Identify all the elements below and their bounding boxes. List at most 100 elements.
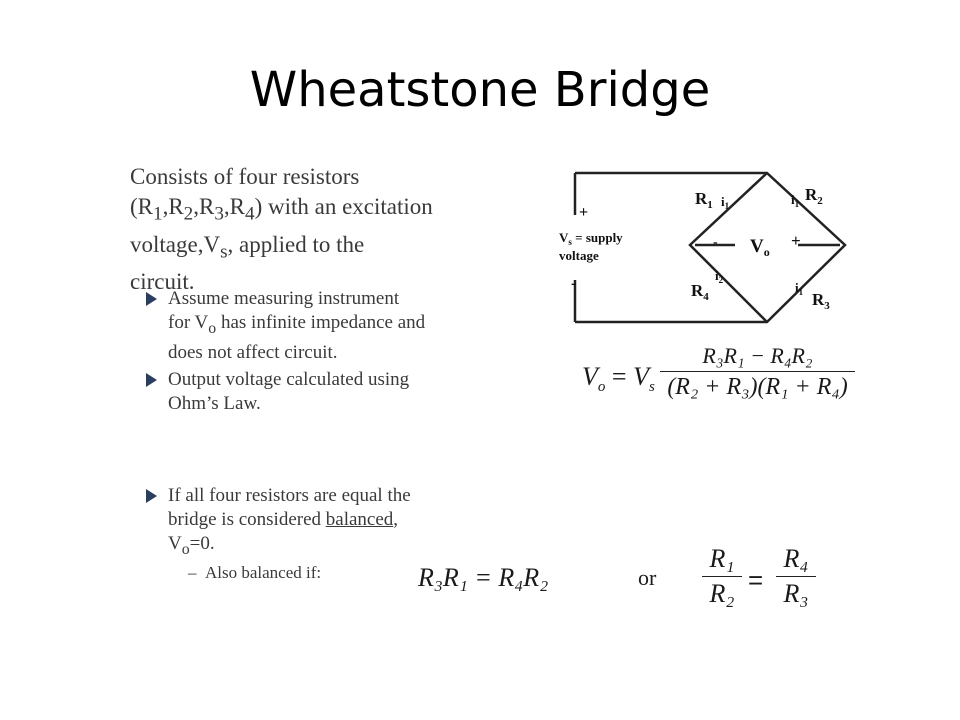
text-fragment: , xyxy=(393,509,399,530)
intro-line-2: (R1,R2,R3,R4) with an excitation xyxy=(130,192,530,230)
supply-label: Vs = supply xyxy=(559,230,623,247)
bullet-line: If all four resistors are equal the xyxy=(168,485,411,506)
subscript: o xyxy=(208,319,217,337)
subscript: s xyxy=(220,241,228,263)
text-fragment: V xyxy=(582,362,598,391)
text-fragment: R xyxy=(805,185,818,204)
text-fragment: (R xyxy=(130,194,153,219)
intro-line-4: circuit. xyxy=(130,269,195,295)
intro-line-1: Consists of four resistors xyxy=(130,164,360,189)
vo-equation-fraction: R₃R₁ − R₄R₂ (R₂ + R₃)(R₁ + R₄) xyxy=(660,343,855,401)
text-fragment: voltage,V xyxy=(130,231,221,257)
text-fragment: i xyxy=(721,194,725,209)
underlined-term: balanced xyxy=(325,509,394,530)
text-fragment: R xyxy=(691,281,704,300)
fraction-denominator: R₃ xyxy=(783,579,809,608)
fraction-numerator: R₃R₁ − R₄R₂ xyxy=(702,343,813,368)
text-fragment: i xyxy=(715,268,719,283)
fraction-numerator: R₄ xyxy=(783,544,809,573)
bullet-arrow-icon xyxy=(146,292,157,306)
text-fragment: for V xyxy=(168,312,209,333)
r3-label: R3 xyxy=(812,290,830,312)
dash-marker: – xyxy=(188,563,197,582)
text-fragment: = supply xyxy=(572,230,623,245)
i1-label: i1 xyxy=(721,194,730,211)
text-fragment: V xyxy=(750,236,764,257)
circuit-outer-wire xyxy=(575,171,847,324)
subscript: 4 xyxy=(245,203,255,225)
or-word: or xyxy=(638,565,657,590)
subscript: 1 xyxy=(153,203,163,225)
bridge-minus-sign: - xyxy=(713,235,718,250)
text-fragment: ,R xyxy=(162,194,184,219)
bullet-line: Vo=0. xyxy=(168,532,538,562)
fraction-denominator: (R₂ + R₃)(R₁ + R₄) xyxy=(667,374,848,400)
bullet-line: Output voltage calculated using xyxy=(168,369,410,390)
text-fragment: i xyxy=(795,280,799,295)
text-fragment: ,R xyxy=(223,194,246,219)
supply-label-line2: voltage xyxy=(559,248,599,263)
text-fragment: V xyxy=(168,533,182,554)
ratio-fraction-right: R₄ R₃ xyxy=(776,544,816,609)
subscript: o xyxy=(764,245,770,259)
subscript: o xyxy=(597,379,606,396)
bullet-arrow-icon xyxy=(146,489,157,503)
i2-label-top: i1 xyxy=(791,192,800,209)
subscript: 1 xyxy=(795,199,800,209)
subscript: s xyxy=(568,237,572,247)
intro-line-3: voltage,Vs, applied to the xyxy=(130,230,530,268)
fraction-bar xyxy=(660,371,855,372)
fraction-bar xyxy=(702,576,742,577)
text-fragment: i xyxy=(791,192,795,207)
wheatstone-circuit-diagram: + Vs = supply voltage - R1 i1 R2 i1 - Vo… xyxy=(559,171,847,324)
bullet-line: does not affect circuit. xyxy=(168,341,338,363)
bullet-balanced: If all four resistors are equal the brid… xyxy=(146,484,538,562)
bullet-measuring-instrument: Assume measuring instrument for Vo has i… xyxy=(146,287,538,365)
text-fragment: has infinite impedance and xyxy=(216,312,426,333)
text-fragment: =0. xyxy=(189,533,215,554)
balance-equation: R₃R₁ = R₄R₂ xyxy=(418,563,549,592)
text-fragment: V xyxy=(559,230,569,245)
circuit-left-arms xyxy=(688,172,768,323)
fraction-denominator: R₂ xyxy=(709,579,735,608)
text-fragment: R xyxy=(695,189,708,208)
text-fragment: bridge is considered xyxy=(168,509,326,530)
subscript: 2 xyxy=(719,275,724,285)
equals-sign: = xyxy=(605,362,634,391)
bridge-plus-sign: + xyxy=(791,231,801,250)
subscript: 3 xyxy=(824,300,830,312)
bullet-line: Assume measuring instrument xyxy=(168,288,400,309)
text-fragment: V xyxy=(633,362,649,391)
subscript: 4 xyxy=(703,291,709,303)
subscript: o xyxy=(181,540,190,558)
i1-label-bottom: i1 xyxy=(795,280,804,297)
vo-label: Vo xyxy=(750,236,770,259)
text-fragment: ) with an excitation xyxy=(254,194,433,219)
subscript: 2 xyxy=(183,203,194,225)
subscript: 1 xyxy=(707,199,713,211)
r1-label: R1 xyxy=(695,189,713,211)
bullet-arrow-icon xyxy=(146,373,157,387)
intro-paragraph: Consists of four resistors (R1,R2,R3,R4)… xyxy=(130,162,530,297)
subscript: s xyxy=(648,379,655,396)
sub-bullet-text: Also balanced if: xyxy=(205,563,322,582)
fraction-bar xyxy=(776,576,816,577)
text-fragment: , applied to the xyxy=(227,231,365,257)
i2-label: i2 xyxy=(715,268,724,285)
subscript: 2 xyxy=(817,195,823,207)
ratio-equals-sign: = xyxy=(748,565,764,595)
bullet-output-voltage: Output voltage calculated using Ohm’s La… xyxy=(146,368,538,416)
ratio-fraction-left: R₁ R₂ xyxy=(702,544,742,609)
text-fragment: ,R xyxy=(193,194,215,219)
bullet-line: for Vo has infinite impedance and xyxy=(168,311,538,341)
supply-plus-sign: + xyxy=(579,204,588,221)
supply-minus-sign: - xyxy=(571,275,576,292)
slide-title: Wheatstone Bridge xyxy=(249,62,711,118)
r4-label: R4 xyxy=(691,281,709,303)
bullet-line: bridge is considered balanced, xyxy=(168,508,538,532)
fraction-numerator: R₁ xyxy=(709,544,735,573)
subscript: 3 xyxy=(214,203,224,225)
sub-bullet-also-balanced: – Also balanced if: xyxy=(188,563,321,583)
vo-equation-lhs: Vo = Vs xyxy=(582,362,655,396)
text-fragment: R xyxy=(812,290,825,309)
